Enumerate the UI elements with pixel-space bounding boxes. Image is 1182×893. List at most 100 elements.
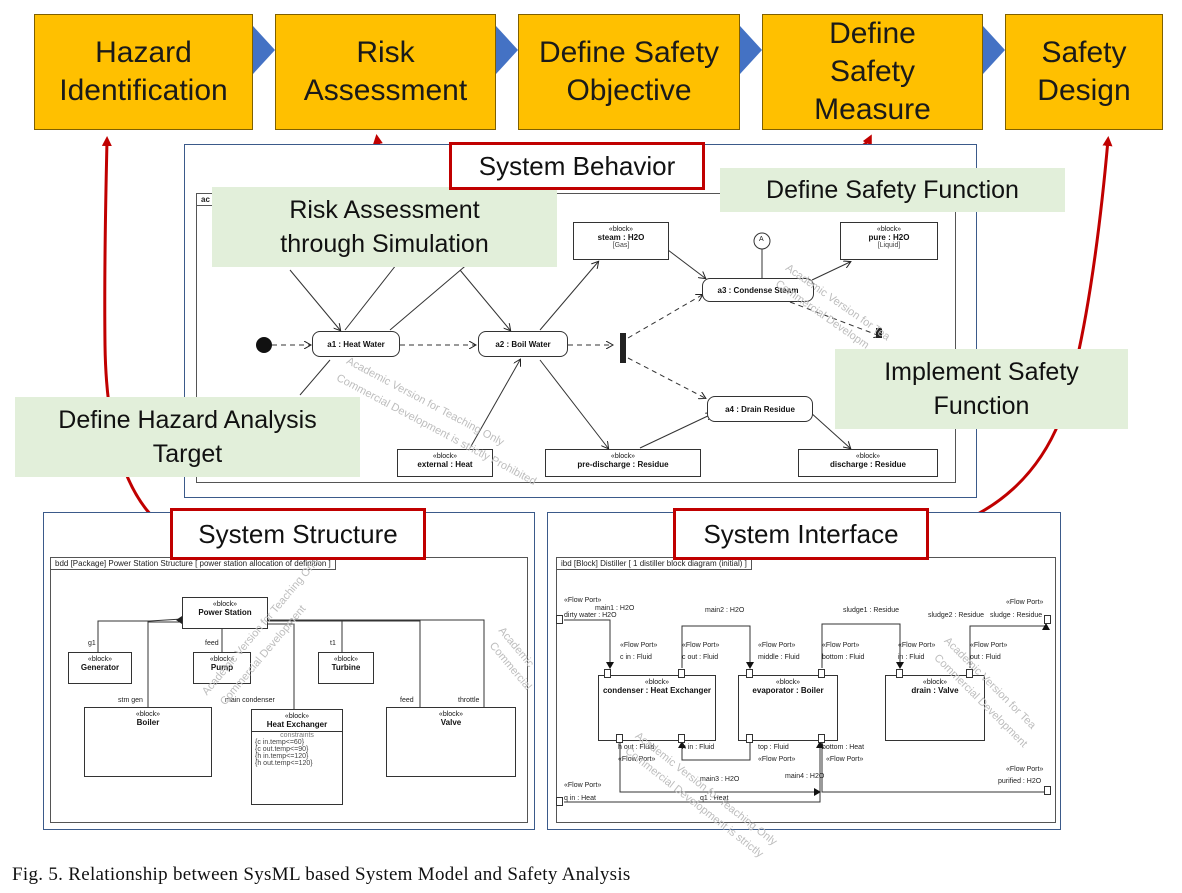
action-heat-water: a1 : Heat Water xyxy=(312,331,400,357)
main2-label: main2 : H2O xyxy=(705,607,745,614)
note-implement-safety-function: Implement Safety Function xyxy=(835,349,1128,429)
role-feed-valve: feed xyxy=(400,697,414,704)
flow-port-label: «Flow Port» xyxy=(1006,766,1044,773)
structure-to-hazard-arrow xyxy=(101,136,173,535)
purified-label: purified : H2O xyxy=(998,778,1042,785)
label-system-interface: System Interface xyxy=(673,508,929,560)
middle-label: middle : Fluid xyxy=(758,654,800,661)
flow-port xyxy=(818,669,825,678)
step-safety-design: Safety Design xyxy=(1005,14,1163,130)
action-condense-steam: a3 : Condense Steam xyxy=(702,278,814,302)
ibd-condenser: «block»condenser : Heat Exchanger xyxy=(598,675,716,741)
flow-port-label: «Flow Port» xyxy=(822,642,860,649)
bdd-block-heat-exchanger: «block» Heat Exchanger constraints {c in… xyxy=(251,709,343,805)
main3-label: main3 : H2O xyxy=(700,776,740,783)
chevron-arrow-3 xyxy=(740,26,762,74)
flow-port-label: «Flow Port» xyxy=(826,756,864,763)
figure-caption: Fig. 5. Relationship between SysML based… xyxy=(12,864,631,885)
in-fluid-label: in : Fluid xyxy=(898,654,925,661)
flow-port xyxy=(1044,786,1051,795)
initial-node xyxy=(256,337,272,353)
flow-port xyxy=(604,669,611,678)
q-in-label: q in : Heat xyxy=(564,795,596,802)
flow-port xyxy=(746,734,753,743)
block-external-heat: «block»external : Heat xyxy=(397,449,493,477)
fork-bar xyxy=(620,333,626,363)
flow-port-label: «Flow Port» xyxy=(564,597,602,604)
note-define-safety-function: Define Safety Function xyxy=(720,168,1065,212)
sludge-port-label: sludge : Residue xyxy=(990,612,1043,619)
role-g1: g1 xyxy=(88,640,96,647)
block-pre-discharge: «block»pre-discharge : Residue xyxy=(545,449,701,477)
block-pure: «block»pure : H2O[Liquid] xyxy=(840,222,938,260)
sludge1-label: sludge1 : Residue xyxy=(843,607,900,614)
step-define-safety-objective: Define Safety Objective xyxy=(518,14,740,130)
flow-port xyxy=(896,669,903,678)
bdd-block-boiler: «block»Boiler xyxy=(84,707,212,777)
top-label: top : Fluid xyxy=(758,744,789,751)
flow-port xyxy=(1044,615,1051,624)
role-feed: feed xyxy=(205,640,219,647)
note-define-hazard-target: Define Hazard Analysis Target xyxy=(15,397,360,477)
flow-port-label: «Flow Port» xyxy=(758,642,796,649)
chevron-arrow-4 xyxy=(983,26,1005,74)
block-discharge: «block»discharge : Residue xyxy=(798,449,938,477)
bdd-block-valve: «block»Valve xyxy=(386,707,516,777)
connector-a-label: A xyxy=(759,236,764,243)
label-system-structure: System Structure xyxy=(170,508,426,560)
action-drain-residue: a4 : Drain Residue xyxy=(707,396,813,422)
label-system-behavior: System Behavior xyxy=(449,142,705,190)
flow-port xyxy=(556,615,563,624)
flow-port xyxy=(678,669,685,678)
role-stm-gen: stm gen xyxy=(118,697,143,704)
sludge2-label: sludge2 : Residue xyxy=(928,612,985,619)
flow-port-label: «Flow Port» xyxy=(564,782,602,789)
flow-port xyxy=(746,669,753,678)
chevron-arrow-1 xyxy=(253,26,275,74)
main1-label: main1 : H2O xyxy=(595,605,635,612)
role-main-condenser: main condenser xyxy=(225,697,275,704)
block-steam: «block»steam : H2O[Gas] xyxy=(573,222,669,260)
flow-port xyxy=(818,734,825,743)
dirty-water-label: dirty water : H2O xyxy=(564,612,617,619)
bottom-heat-label: bottom : Heat xyxy=(822,744,865,751)
h-out-label: h out : Fluid xyxy=(618,744,655,751)
c-in-label: c in : Fluid xyxy=(620,654,652,661)
ibd-evaporator: «block»evaporator : Boiler xyxy=(738,675,838,741)
c-out-label: c out : Fluid xyxy=(682,654,719,661)
bdd-block-turbine: «block»Turbine xyxy=(318,652,374,684)
flow-port-label: «Flow Port» xyxy=(618,756,656,763)
flow-port xyxy=(616,734,623,743)
action-boil-water: a2 : Boil Water xyxy=(478,331,568,357)
flow-port-label: «Flow Port» xyxy=(1006,599,1044,606)
ibd-drain: «block»drain : Valve xyxy=(885,675,985,741)
q1-label: q1 : Heat xyxy=(700,795,729,802)
final-bar xyxy=(876,328,882,338)
bottom-label: bottom : Fluid xyxy=(822,654,865,661)
flow-port-label: «Flow Port» xyxy=(620,642,658,649)
flow-port xyxy=(678,734,685,743)
note-risk-assessment-simulation: Risk Assessment through Simulation xyxy=(212,187,557,267)
flow-port-label: «Flow Port» xyxy=(682,642,720,649)
role-t1: t1 xyxy=(330,640,336,647)
bdd-block-pump: «block»Pump xyxy=(193,652,251,684)
chevron-arrow-2 xyxy=(496,26,518,74)
out-fluid-label: out : Fluid xyxy=(970,654,1001,661)
flow-port-label: «Flow Port» xyxy=(970,642,1008,649)
main4-label: main4 : H2O xyxy=(785,773,825,780)
flow-port-label: «Flow Port» xyxy=(758,756,796,763)
flow-port-label: «Flow Port» xyxy=(898,642,936,649)
bdd-block-power-station: «block»Power Station xyxy=(182,597,268,629)
bdd-frame-header: bdd [Package] Power Station Structure [ … xyxy=(51,558,336,570)
flow-port xyxy=(556,797,563,806)
h-in-label: h in : Fluid xyxy=(682,744,715,751)
role-throttle: throttle xyxy=(458,697,480,704)
step-risk-assessment: Risk Assessment xyxy=(275,14,496,130)
step-hazard-identification: Hazard Identification xyxy=(34,14,253,130)
flow-port xyxy=(966,669,973,678)
bdd-block-generator: «block»Generator xyxy=(68,652,132,684)
ibd-frame-header: ibd [Block] Distiller [ 1 distiller bloc… xyxy=(557,558,752,570)
